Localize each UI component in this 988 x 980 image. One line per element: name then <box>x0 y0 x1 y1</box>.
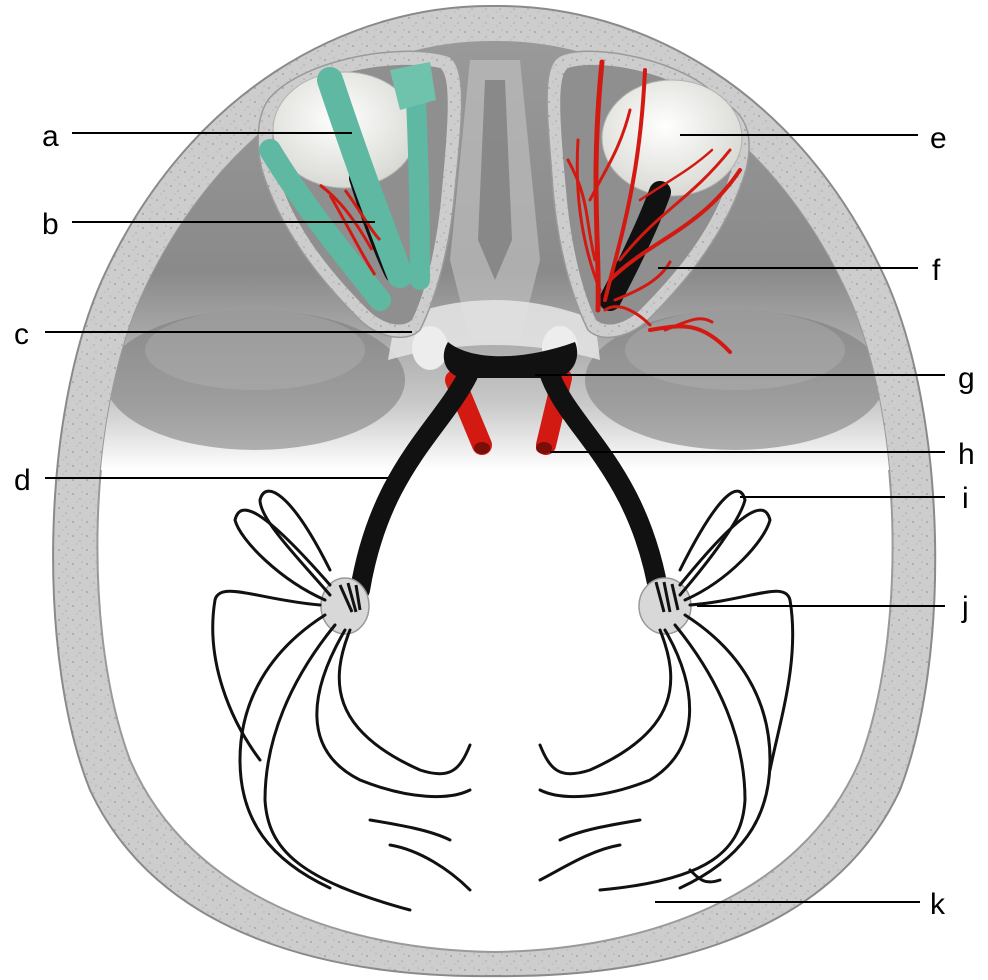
label-e: e <box>930 122 947 155</box>
label-k: k <box>930 888 946 921</box>
label-d: d <box>14 464 31 497</box>
label-i: i <box>962 482 969 515</box>
left-lateral-geniculate-nucleus <box>321 578 369 634</box>
label-b: b <box>42 208 59 241</box>
label-a: a <box>42 120 59 153</box>
cranial-base <box>80 30 910 470</box>
label-h: h <box>958 438 975 471</box>
label-c: c <box>14 318 29 351</box>
label-j: j <box>961 591 969 624</box>
label-f: f <box>932 254 941 287</box>
label-g: g <box>958 362 975 395</box>
left-extraocular-muscle-medial <box>415 75 420 280</box>
